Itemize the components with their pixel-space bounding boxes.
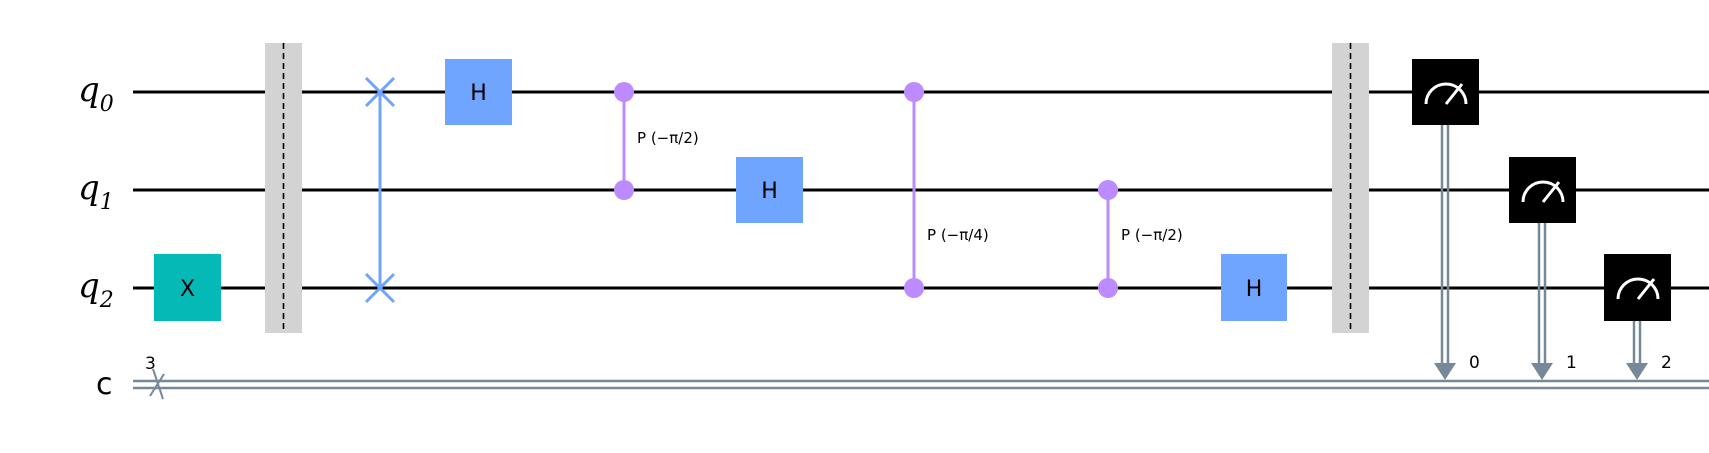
classical-wire [133,368,1709,400]
cphase-label: P (−π/2) [637,129,699,147]
svg-text:H: H [470,81,487,106]
measure-q2[interactable]: 2 [1604,254,1672,380]
h-gate-q2[interactable]: H [1221,254,1287,321]
swap-cross-q2 [364,272,396,304]
qubit-label-q0: q0 [78,70,114,117]
cbit-label-1: 1 [1566,353,1577,373]
h-gate-q0[interactable]: H [445,59,512,125]
meter-icon [1616,277,1660,300]
swap-cross-q0 [364,76,396,108]
barrier-2 [1332,43,1369,333]
cphase-label: P (−π/2) [1121,226,1183,244]
x-gate[interactable]: X [154,254,221,321]
classical-register-size: 3 [145,354,156,374]
meter-icon [1424,82,1468,105]
meter-icon [1521,180,1565,203]
cphase-gate-q1-q2[interactable]: P (−π/2) [1098,180,1183,298]
qubit-label-q2: q2 [78,266,114,313]
cbit-label-0: 0 [1469,353,1480,373]
swap-gate[interactable] [364,76,396,304]
cbit-label-2: 2 [1661,353,1672,373]
classical-register-label: c [96,367,113,402]
measure-q0[interactable]: 0 [1412,59,1480,380]
qubit-label-q1: q1 [78,168,114,215]
measure-q1[interactable]: 1 [1509,157,1577,380]
svg-text:H: H [761,179,778,204]
cphase-gate-q0-q2[interactable]: P (−π/4) [904,82,989,298]
barrier-1 [265,43,302,333]
classical-bus-slash-mark [149,373,165,397]
svg-text:X: X [180,277,195,302]
h-gate-q1[interactable]: H [736,157,803,223]
cphase-label: P (−π/4) [927,226,989,244]
svg-text:H: H [1246,277,1263,302]
cphase-gate-q0-q1[interactable]: P (−π/2) [614,82,699,200]
